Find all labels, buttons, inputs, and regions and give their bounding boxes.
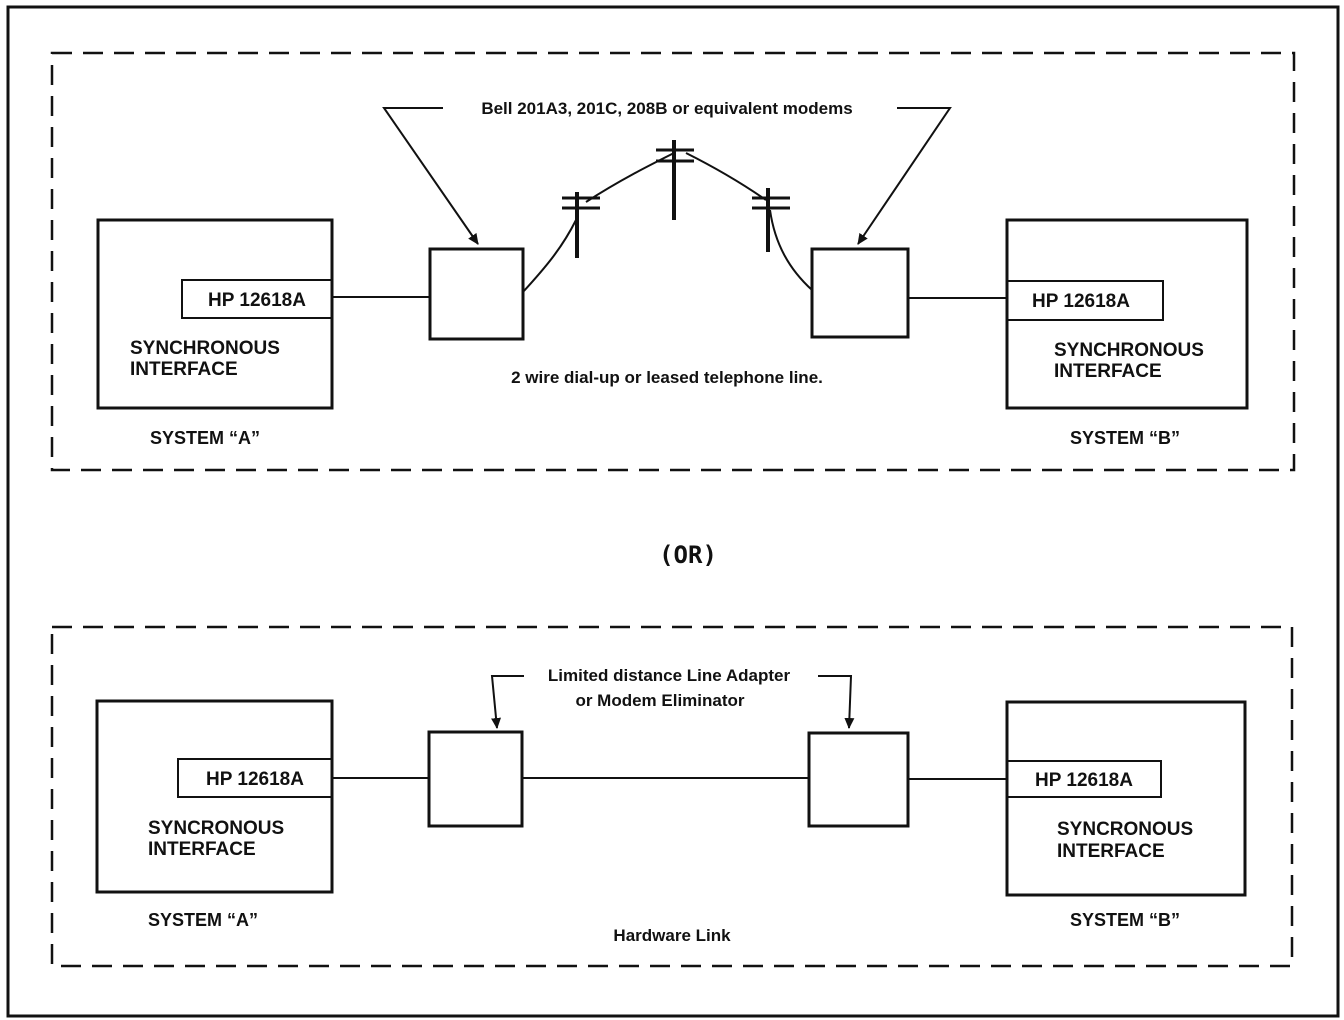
top-system-b-card <box>1006 280 1164 321</box>
top-system-a-card <box>181 279 333 319</box>
bottom-panel-dashed-border <box>50 625 1294 968</box>
outer-frame <box>6 5 1340 1018</box>
bottom-callout-leader-left <box>490 675 524 729</box>
top-panel: HP 12618A SYNCHRONOUS INTERFACE SYSTEM “… <box>50 51 1296 472</box>
top-panel-dashed-border <box>50 51 1296 472</box>
top-system-b-interface-line2: INTERFACE <box>1054 361 1162 382</box>
top-system-b-card-label: HP 12618A <box>1032 291 1130 312</box>
bottom-adapter-callout-line2: or Modem Eliminator <box>575 691 744 710</box>
top-system-a-label: SYSTEM “A” <box>150 428 260 448</box>
top-modem-callout: Bell 201A3, 201C, 208B or equivalent mod… <box>481 99 852 118</box>
bottom-system-b-box <box>1005 700 1247 897</box>
telephone-pole-center-icon <box>656 140 694 220</box>
top-system-b-label: SYSTEM “B” <box>1070 428 1180 448</box>
bottom-system-b-card-label: HP 12618A <box>1035 770 1133 791</box>
bottom-system-b-card <box>1006 760 1162 798</box>
bottom-system-a-interface-line1: SYNCRONOUS <box>148 818 284 839</box>
top-callout-leader-right <box>857 107 952 245</box>
top-modem-b <box>810 247 910 339</box>
top-system-a-interface-line1: SYNCHRONOUS <box>130 338 280 359</box>
bottom-system-a-card-label: HP 12618A <box>206 769 304 790</box>
bottom-panel: HP 12618A SYNCRONOUS INTERFACE SYSTEM “A… <box>50 625 1294 968</box>
top-system-a-card-label: HP 12618A <box>208 290 306 311</box>
telephone-line <box>522 152 813 293</box>
telephone-pole-right-icon <box>752 188 790 252</box>
bottom-system-b-interface-line1: SYNCRONOUS <box>1057 819 1193 840</box>
bottom-system-a-interface-line2: INTERFACE <box>148 839 256 860</box>
bottom-adapter-b <box>807 731 910 828</box>
bottom-adapter-a <box>427 730 524 828</box>
bottom-link-caption: Hardware Link <box>613 926 731 945</box>
or-separator: (OR) <box>659 541 717 569</box>
top-system-a-interface-line2: INTERFACE <box>130 359 238 380</box>
top-callout-leader-left <box>382 107 479 245</box>
bottom-system-b-label: SYSTEM “B” <box>1070 910 1180 930</box>
bottom-adapter-callout-line1: Limited distance Line Adapter <box>548 666 791 685</box>
bottom-callout-leader-right <box>818 675 855 729</box>
bottom-system-b-interface-line2: INTERFACE <box>1057 841 1165 862</box>
telephone-pole-left-icon <box>562 192 600 258</box>
top-system-b-interface-line1: SYNCHRONOUS <box>1054 340 1204 361</box>
top-modem-a <box>428 247 525 341</box>
bottom-system-a-label: SYSTEM “A” <box>148 910 258 930</box>
top-line-caption: 2 wire dial-up or leased telephone line. <box>511 368 823 387</box>
